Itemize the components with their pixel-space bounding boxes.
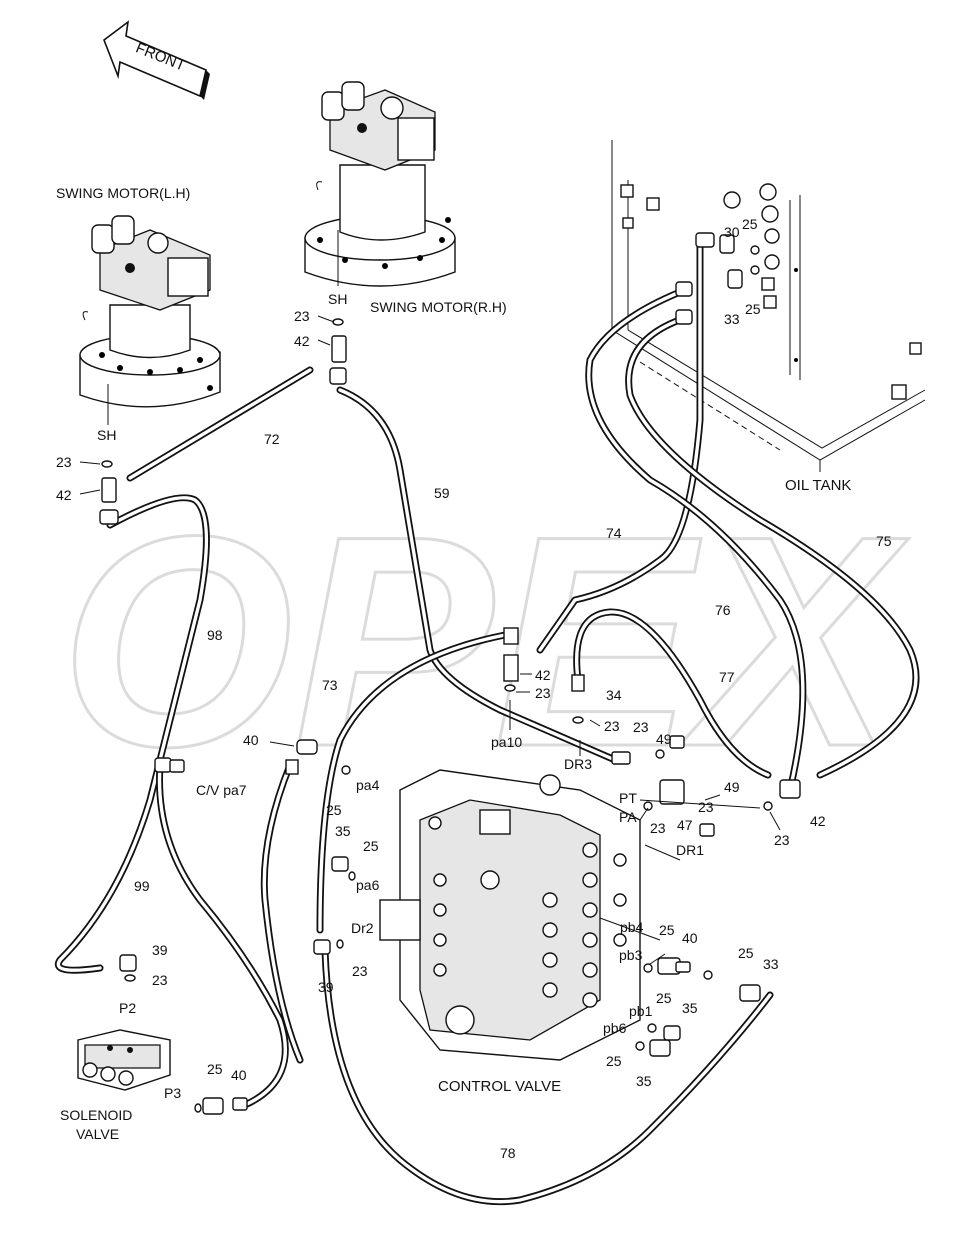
callout-sh-l: SH bbox=[97, 427, 116, 443]
callout-pa: PA bbox=[619, 809, 637, 825]
solenoid-valve-label-2: VALVE bbox=[76, 1126, 119, 1142]
callout-25-h: 25 bbox=[656, 990, 672, 1006]
callout-23-d: 23 bbox=[604, 718, 620, 734]
callout-59: 59 bbox=[434, 485, 450, 501]
callout-sh-r: SH bbox=[328, 291, 347, 307]
swing-motor-lh bbox=[79, 215, 221, 408]
callout-25-d: 25 bbox=[742, 216, 758, 232]
callout-dr3: DR3 bbox=[564, 756, 592, 772]
callout-23-r: 23 bbox=[294, 308, 310, 324]
callout-49-a: 49 bbox=[656, 731, 672, 747]
callout-23-h: 23 bbox=[774, 832, 790, 848]
hose-77 bbox=[573, 608, 772, 779]
fittings bbox=[99, 232, 801, 1115]
callout-pb1: pb1 bbox=[629, 1003, 653, 1019]
callout-40-c: 40 bbox=[682, 930, 698, 946]
hose-72 bbox=[126, 366, 314, 482]
valve-spools bbox=[433, 842, 627, 1008]
callout-23-b: 23 bbox=[352, 963, 368, 979]
callout-25-f: 25 bbox=[659, 922, 675, 938]
callout-33-a: 33 bbox=[724, 311, 740, 327]
hose-76 bbox=[585, 286, 807, 794]
callout-dr2: Dr2 bbox=[351, 920, 374, 936]
hose-99 bbox=[156, 761, 289, 1109]
callout-labels: SH 23 42 72 98 99 39 23 P2 P3 25 40 SH 2… bbox=[56, 216, 892, 1161]
hose-59 bbox=[336, 386, 619, 764]
callout-23-g: 23 bbox=[698, 799, 714, 815]
callout-23-e: 23 bbox=[633, 719, 649, 735]
callout-p2: P2 bbox=[119, 1000, 136, 1016]
callout-42-d: 42 bbox=[810, 813, 826, 829]
callout-99: 99 bbox=[134, 878, 150, 894]
callout-40-b: 40 bbox=[243, 732, 259, 748]
callout-dr1: DR1 bbox=[676, 842, 704, 858]
front-arrow-icon bbox=[103, 20, 210, 100]
callout-39-a: 39 bbox=[152, 942, 168, 958]
callout-75: 75 bbox=[876, 533, 892, 549]
hose-75 bbox=[625, 314, 920, 779]
callout-30: 30 bbox=[724, 224, 740, 240]
swing-motor-rh bbox=[304, 81, 456, 287]
callout-42-l: 42 bbox=[56, 487, 72, 503]
callout-25-g: 25 bbox=[738, 945, 754, 961]
callout-pa4: pa4 bbox=[356, 777, 380, 793]
callout-35-c: 35 bbox=[636, 1073, 652, 1089]
callout-cv-pa7: C/V pa7 bbox=[196, 782, 247, 798]
oil-tank-label: OIL TANK bbox=[785, 477, 851, 494]
hose-short-40 bbox=[260, 761, 304, 1064]
callout-25-e: 25 bbox=[745, 301, 761, 317]
control-valve-label: CONTROL VALVE bbox=[438, 1078, 561, 1095]
callout-25-b: 25 bbox=[326, 802, 342, 818]
hose-98 bbox=[54, 494, 210, 974]
callout-42-r: 42 bbox=[294, 333, 310, 349]
callout-25-a: 25 bbox=[207, 1061, 223, 1077]
leader-lines bbox=[79, 230, 781, 965]
callout-pa10: pa10 bbox=[491, 734, 522, 750]
solenoid-valve bbox=[77, 1029, 171, 1091]
callout-33-b: 33 bbox=[763, 956, 779, 972]
callout-pt: PT bbox=[619, 790, 637, 806]
oil-tank bbox=[611, 140, 926, 472]
callout-35-a: 35 bbox=[335, 823, 351, 839]
callout-pb6: pb6 bbox=[603, 1020, 627, 1036]
callout-42-c: 42 bbox=[535, 667, 551, 683]
solenoid-valve-label-1: SOLENOID bbox=[60, 1107, 132, 1123]
callout-23-a: 23 bbox=[152, 972, 168, 988]
callout-pb4: pb4 bbox=[620, 919, 644, 935]
callout-pa6: pa6 bbox=[356, 877, 380, 893]
callout-98: 98 bbox=[207, 627, 223, 643]
callout-23-c: 23 bbox=[535, 685, 551, 701]
callout-pb3: pb3 bbox=[619, 947, 643, 963]
callout-25-i: 25 bbox=[606, 1053, 622, 1069]
callout-77: 77 bbox=[719, 669, 735, 685]
hose-73 bbox=[316, 631, 509, 934]
hose-78 bbox=[321, 946, 774, 1206]
callout-23-f: 23 bbox=[650, 820, 666, 836]
hoses bbox=[54, 236, 920, 1206]
callout-25-c: 25 bbox=[363, 838, 379, 854]
callout-74: 74 bbox=[606, 525, 622, 541]
callout-47: 47 bbox=[677, 817, 693, 833]
callout-49-b: 49 bbox=[724, 779, 740, 795]
callout-72: 72 bbox=[264, 431, 280, 447]
callout-23-l: 23 bbox=[56, 454, 72, 470]
hose-74 bbox=[536, 236, 704, 654]
callout-73: 73 bbox=[322, 677, 338, 693]
callout-35-b: 35 bbox=[682, 1000, 698, 1016]
control-valve bbox=[379, 769, 641, 1061]
callout-p3: P3 bbox=[164, 1085, 181, 1101]
swing-motor-lh-label: SWING MOTOR(L.H) bbox=[56, 185, 190, 201]
callout-40-a: 40 bbox=[231, 1067, 247, 1083]
callout-76: 76 bbox=[715, 602, 731, 618]
swing-motor-rh-label: SWING MOTOR(R.H) bbox=[370, 299, 507, 315]
callout-78: 78 bbox=[500, 1145, 516, 1161]
callout-39-b: 39 bbox=[318, 979, 334, 995]
callout-34: 34 bbox=[606, 687, 622, 703]
